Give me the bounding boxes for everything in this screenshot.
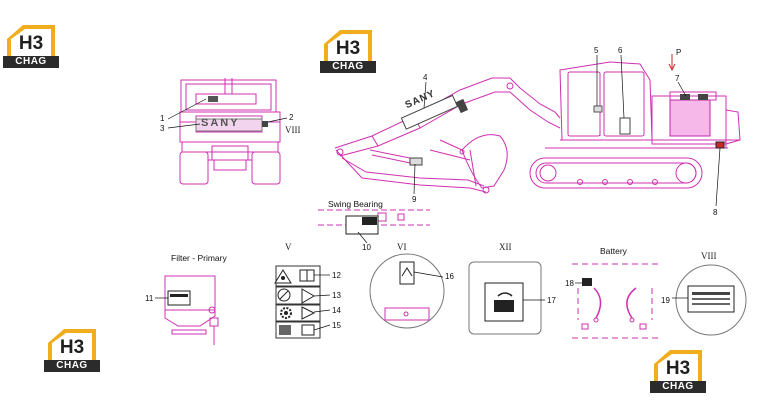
xii-detail (468, 261, 542, 335)
logo-main-text: H3 (335, 38, 361, 59)
callout-16: 16 (445, 272, 454, 281)
engine-icon-xii (494, 292, 514, 312)
roman-viii-front: VIII (285, 125, 301, 135)
callout-6: 6 (618, 46, 623, 55)
manual-book-icon (299, 269, 315, 282)
callout-1: 1 (160, 114, 165, 123)
swing-bearing-title: Swing Bearing (328, 199, 383, 209)
callout-8: 8 (713, 208, 718, 217)
h3-chag-logo: H3 CHAG (320, 28, 376, 74)
logo-sub-text: CHAG (332, 61, 364, 72)
logo-sub-text: CHAG (15, 56, 47, 67)
logo-house-icon (44, 329, 100, 372)
callout-15: 15 (332, 321, 341, 330)
front-view-machine (179, 78, 281, 185)
logo-main-text: H3 (59, 337, 85, 358)
logo-main-text: H3 (18, 33, 44, 54)
callout-10: 10 (362, 243, 371, 252)
no-entry-icon (277, 288, 291, 302)
callout-3: 3 (160, 124, 165, 133)
logo-sub-text: CHAG (662, 381, 694, 392)
logo-sub-text: CHAG (56, 360, 88, 371)
leader-lines (155, 54, 721, 331)
roman-v: V (285, 242, 292, 252)
logo-house-icon (3, 25, 59, 68)
arrow-triangle-icon (301, 288, 316, 320)
filter-primary-title: Filter - Primary (171, 253, 227, 263)
battery-diagram (572, 263, 660, 339)
logo-house-icon (320, 30, 376, 73)
callout-18: 18 (565, 279, 574, 288)
front-sany-decal: SANY (201, 117, 240, 129)
callout-7: 7 (675, 74, 680, 83)
battery-title: Battery (600, 246, 627, 256)
callout-5: 5 (594, 46, 599, 55)
hook-icon (401, 267, 413, 277)
logo-main-text: H3 (665, 358, 691, 379)
callout-12: 12 (332, 271, 341, 280)
h3-chag-logo: H3 CHAG (650, 348, 706, 394)
direction-label: P (676, 48, 682, 57)
roman-viii: VIII (701, 251, 717, 261)
filter-primary-diagram (164, 275, 219, 345)
roman-xii: XII (499, 242, 512, 252)
callout-19: 19 (661, 296, 670, 305)
callout-9: 9 (412, 195, 417, 204)
callout-4: 4 (423, 73, 428, 82)
gear-icon (280, 307, 292, 319)
h3-chag-logo: H3 CHAG (3, 23, 59, 69)
viii-detail (675, 264, 747, 336)
callout-11: 11 (145, 294, 154, 303)
h3-chag-logo: H3 CHAG (44, 327, 100, 373)
decals (167, 94, 735, 339)
callout-2: 2 (289, 113, 294, 122)
callout-17: 17 (547, 296, 556, 305)
callout-13: 13 (332, 291, 341, 300)
warning-triangle-icon (274, 269, 292, 284)
callout-14: 14 (332, 306, 341, 315)
logo-house-icon (650, 350, 706, 393)
roman-vi: VI (397, 242, 407, 252)
vi-detail (369, 253, 445, 329)
